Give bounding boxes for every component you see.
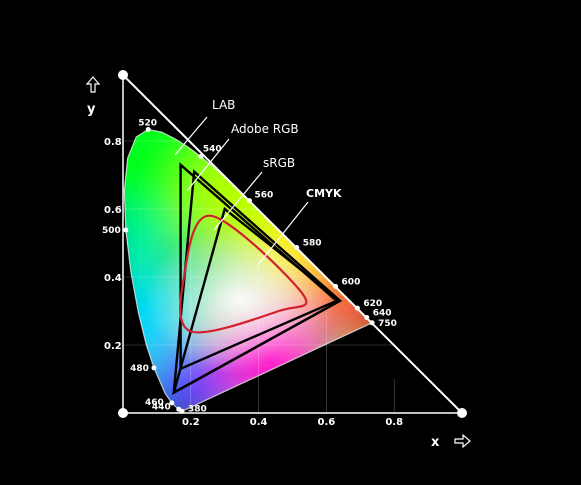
wavelength-label: 480 <box>130 364 149 374</box>
cmyk-label: CMYK <box>306 187 342 200</box>
adobe-rgb-label: Adobe RGB <box>231 122 299 136</box>
corner-dot-right <box>457 408 467 418</box>
cmyk-leader-line <box>257 201 309 266</box>
wavelength-dot <box>364 314 370 320</box>
wavelength-dot <box>145 127 151 133</box>
x-tick-label: 0.8 <box>385 417 403 428</box>
wavelength-label: 500 <box>102 226 121 236</box>
wavelength-label: 600 <box>342 277 361 287</box>
x-tick-label: 0.4 <box>250 417 268 428</box>
wavelength-dot <box>151 365 157 371</box>
wavelength-label: 620 <box>363 299 382 309</box>
wavelength-label: 580 <box>303 239 322 249</box>
x-plus-y-equals-one-line <box>122 74 463 414</box>
y-axis-label: y <box>87 102 96 117</box>
y-tick-label: 0.6 <box>104 205 122 216</box>
lab-label: LAB <box>212 98 235 112</box>
wavelength-dot <box>369 320 375 326</box>
srgb-label: sRGB <box>263 156 295 170</box>
corner-dot-origin <box>118 408 128 418</box>
x-tick-label: 0.2 <box>182 417 200 428</box>
adobe-rgb-leader-line <box>186 138 230 192</box>
y-axis-arrow-icon <box>85 76 101 93</box>
srgb-leader-line <box>213 171 263 231</box>
wavelength-dot <box>333 283 339 289</box>
gamut-outlines <box>171 162 343 396</box>
wavelength-dot <box>246 198 252 204</box>
x-tick-labels: 0.2 0.4 0.6 0.8 <box>182 417 403 428</box>
fill-teal <box>124 210 170 290</box>
wavelength-dot <box>169 400 175 406</box>
wavelength-label: 380 <box>188 404 207 414</box>
wavelength-dot <box>123 227 129 233</box>
y-tick-label: 0.4 <box>104 273 122 284</box>
gamut-srgb <box>171 206 343 396</box>
gamut-cmyk <box>179 214 308 334</box>
x-axis-arrow-icon <box>454 433 471 449</box>
wavelength-label: 460 <box>145 398 164 408</box>
y-tick-labels: 0.2 0.4 0.6 0.8 <box>104 137 122 352</box>
series-labels: LAB Adobe RGB sRGB CMYK <box>174 98 342 266</box>
wavelength-label: 520 <box>138 119 157 129</box>
white-point-glow <box>145 225 335 375</box>
wavelength-dot <box>294 245 300 251</box>
x-axis-label: x <box>431 435 440 450</box>
y-tick-label: 0.8 <box>104 137 122 148</box>
wavelength-label: 560 <box>254 191 273 201</box>
wavelength-label: 750 <box>378 319 397 329</box>
wavelength-dot <box>354 305 360 311</box>
wavelength-label: 640 <box>373 308 392 318</box>
lab-leader-line <box>174 116 208 156</box>
x-tick-label: 0.6 <box>318 417 336 428</box>
wavelength-label: 540 <box>203 145 222 155</box>
corner-dot-top <box>118 70 128 80</box>
wavelength-dot <box>198 154 204 160</box>
gamut-lab <box>179 162 339 371</box>
wavelength-dot <box>176 406 182 412</box>
y-tick-label: 0.2 <box>104 341 122 352</box>
wavelength-label: 440 <box>152 402 171 412</box>
